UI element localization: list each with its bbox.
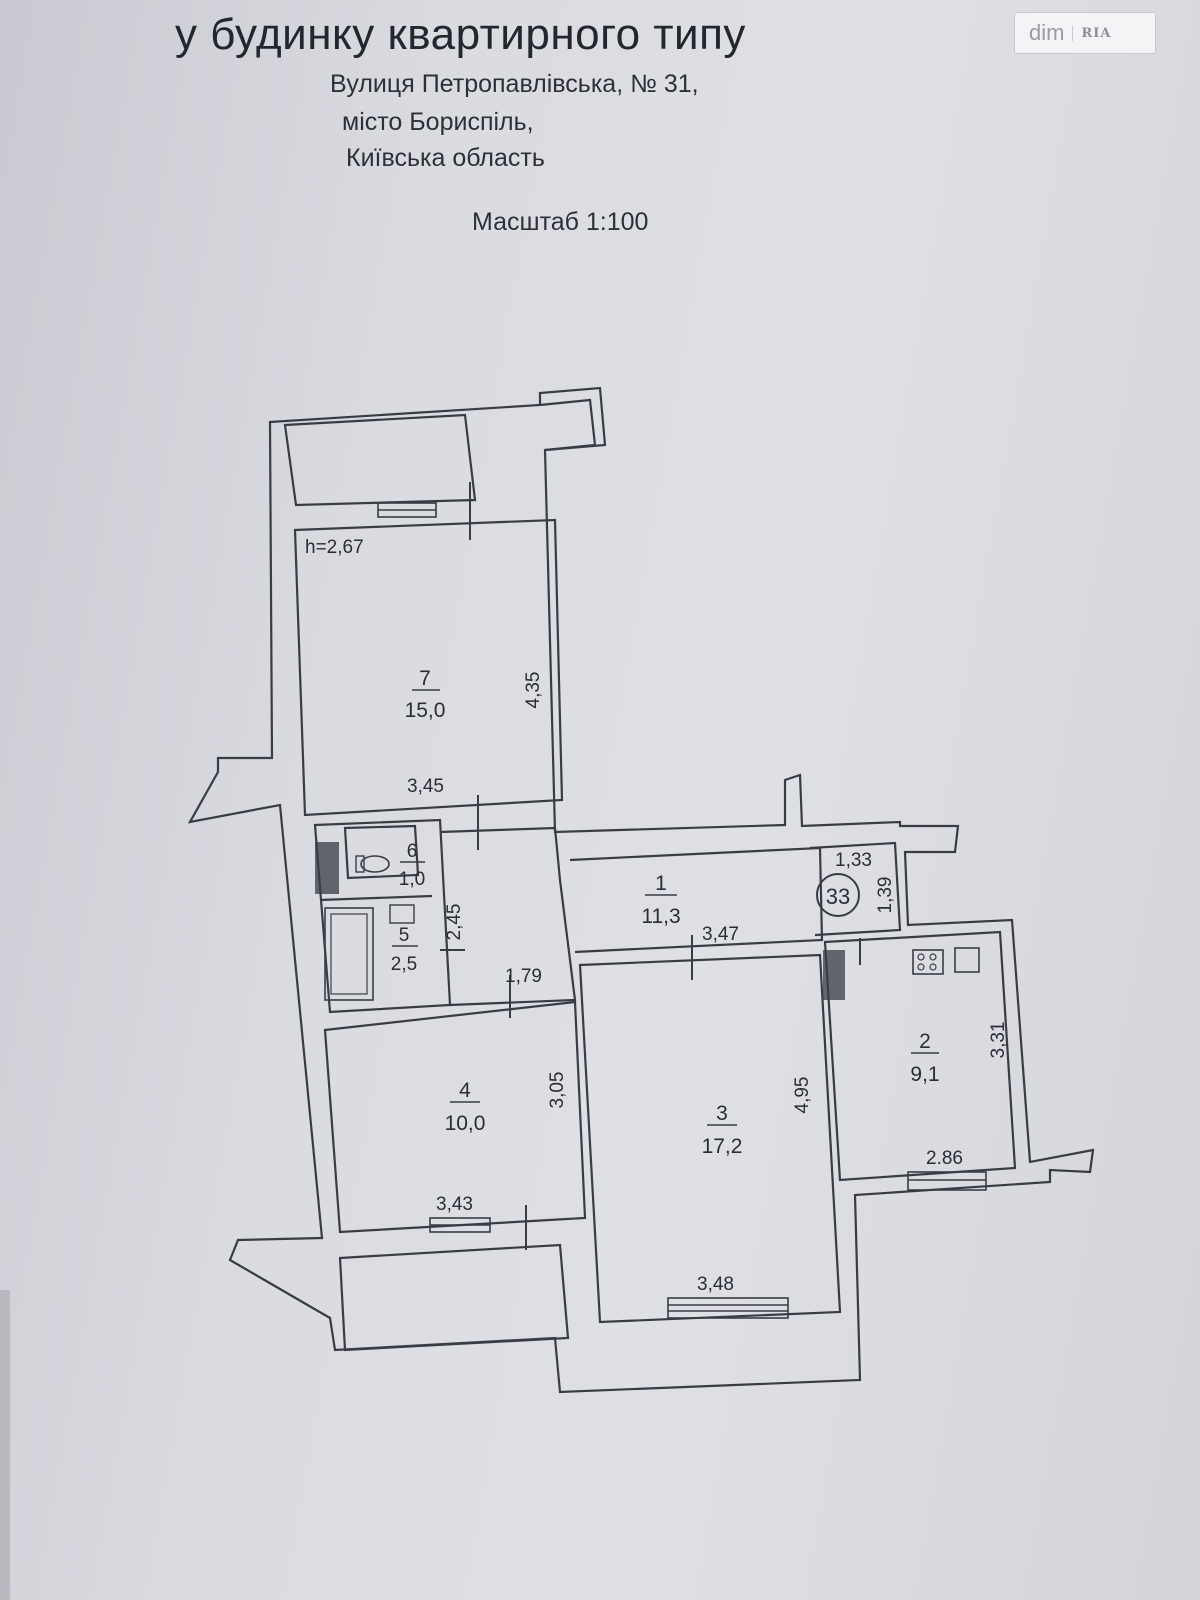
vent-shaft-icon: [315, 842, 339, 894]
ceiling-height: h=2,67: [305, 537, 364, 558]
stove-icon: [912, 949, 944, 975]
toilet-icon: [360, 855, 390, 873]
sink-icon: [389, 904, 415, 924]
scale-label: Масштаб 1:100: [472, 208, 649, 236]
bathtub-icon: [324, 907, 374, 1001]
room-3-area: 17,2: [702, 1135, 743, 1158]
dim-ria-watermark: dim RIA: [1014, 12, 1156, 54]
dimension-labels: 4,35 3,45 2,45 1,79 3,05 3,43 3,47 4,95 …: [407, 672, 1009, 1295]
dim-room3-height: 4,95: [792, 1077, 813, 1114]
top-right-pier: [539, 398, 597, 452]
document-title: у будинку квартирного типу: [175, 10, 746, 59]
dim-room4-height: 3,05: [547, 1072, 568, 1109]
room-1-area: 11,3: [641, 905, 680, 928]
watermark-brand: dim: [1029, 20, 1065, 45]
room-1-number: 1: [655, 872, 667, 895]
lower-balcony-wall: [338, 1243, 570, 1352]
door-marks: [440, 482, 861, 1250]
room-3-wall: [578, 953, 842, 1324]
kitchen-vent-icon: [823, 950, 845, 1000]
room-5-number: 5: [399, 925, 410, 946]
sheet-edge-shadow: [0, 1290, 10, 1600]
dim-entry-width: 1,33: [835, 850, 872, 871]
bathroom-fixtures: [315, 842, 980, 1001]
address-region: Київська область: [346, 144, 545, 172]
apartment-number-circle: [816, 873, 860, 917]
windows: [377, 502, 987, 1319]
corridor-wall: [439, 826, 577, 1007]
dim-kitchen-width: 2.86: [926, 1148, 963, 1169]
room-7-number: 7: [419, 667, 431, 690]
room-4-number: 4: [459, 1079, 471, 1102]
dim-room3-width: 3,48: [697, 1274, 734, 1295]
room-4-wall: [323, 1000, 587, 1234]
room-4-area: 10,0: [445, 1112, 486, 1135]
outer-wall: [187, 386, 1095, 1394]
room-2-area: 9,1: [910, 1063, 939, 1086]
window-room3: [667, 1297, 789, 1319]
room-6-number: 6: [407, 841, 418, 862]
window-room2: [907, 1171, 987, 1191]
dim-entry-height: 1,39: [875, 877, 896, 914]
dim-bath-height: 2,45: [444, 904, 465, 941]
ria-logo-icon: RIA: [1072, 25, 1111, 41]
room-2-number: 2: [919, 1030, 931, 1053]
dim-kitchen-height: 3,31: [988, 1022, 1009, 1059]
dim-hall-width: 3,47: [702, 924, 739, 945]
apartment-number: 33: [826, 884, 850, 909]
address-city: місто Бориспіль,: [342, 108, 534, 136]
room-5-area: 2,5: [391, 954, 417, 975]
bathroom-partition: [319, 894, 433, 902]
dim-room4-width: 3,43: [436, 1194, 473, 1215]
room-6-area: 1,0: [399, 869, 425, 890]
room-7-wall: [293, 518, 564, 817]
room-7-area: 15,0: [405, 699, 446, 722]
address-street: Вулиця Петропавлівська, № 31,: [330, 70, 699, 98]
entry-wall: [809, 841, 902, 937]
dim-corridor-width: 1,79: [505, 966, 542, 987]
room-3-number: 3: [716, 1102, 728, 1125]
room-2-wall: [823, 930, 1017, 1182]
room-labels: 7 15,0 6 1,0 5 2,5 4 10,0 1 11,3 3 17,2 …: [391, 667, 940, 1158]
hall-wall: [569, 846, 824, 954]
top-balcony-wall: [283, 413, 477, 507]
dim-room7-height: 4,35: [523, 672, 544, 709]
toilet-partition: [343, 824, 420, 880]
dim-room7-width: 3,45: [407, 776, 444, 797]
kitchen-sink-icon: [954, 947, 980, 973]
